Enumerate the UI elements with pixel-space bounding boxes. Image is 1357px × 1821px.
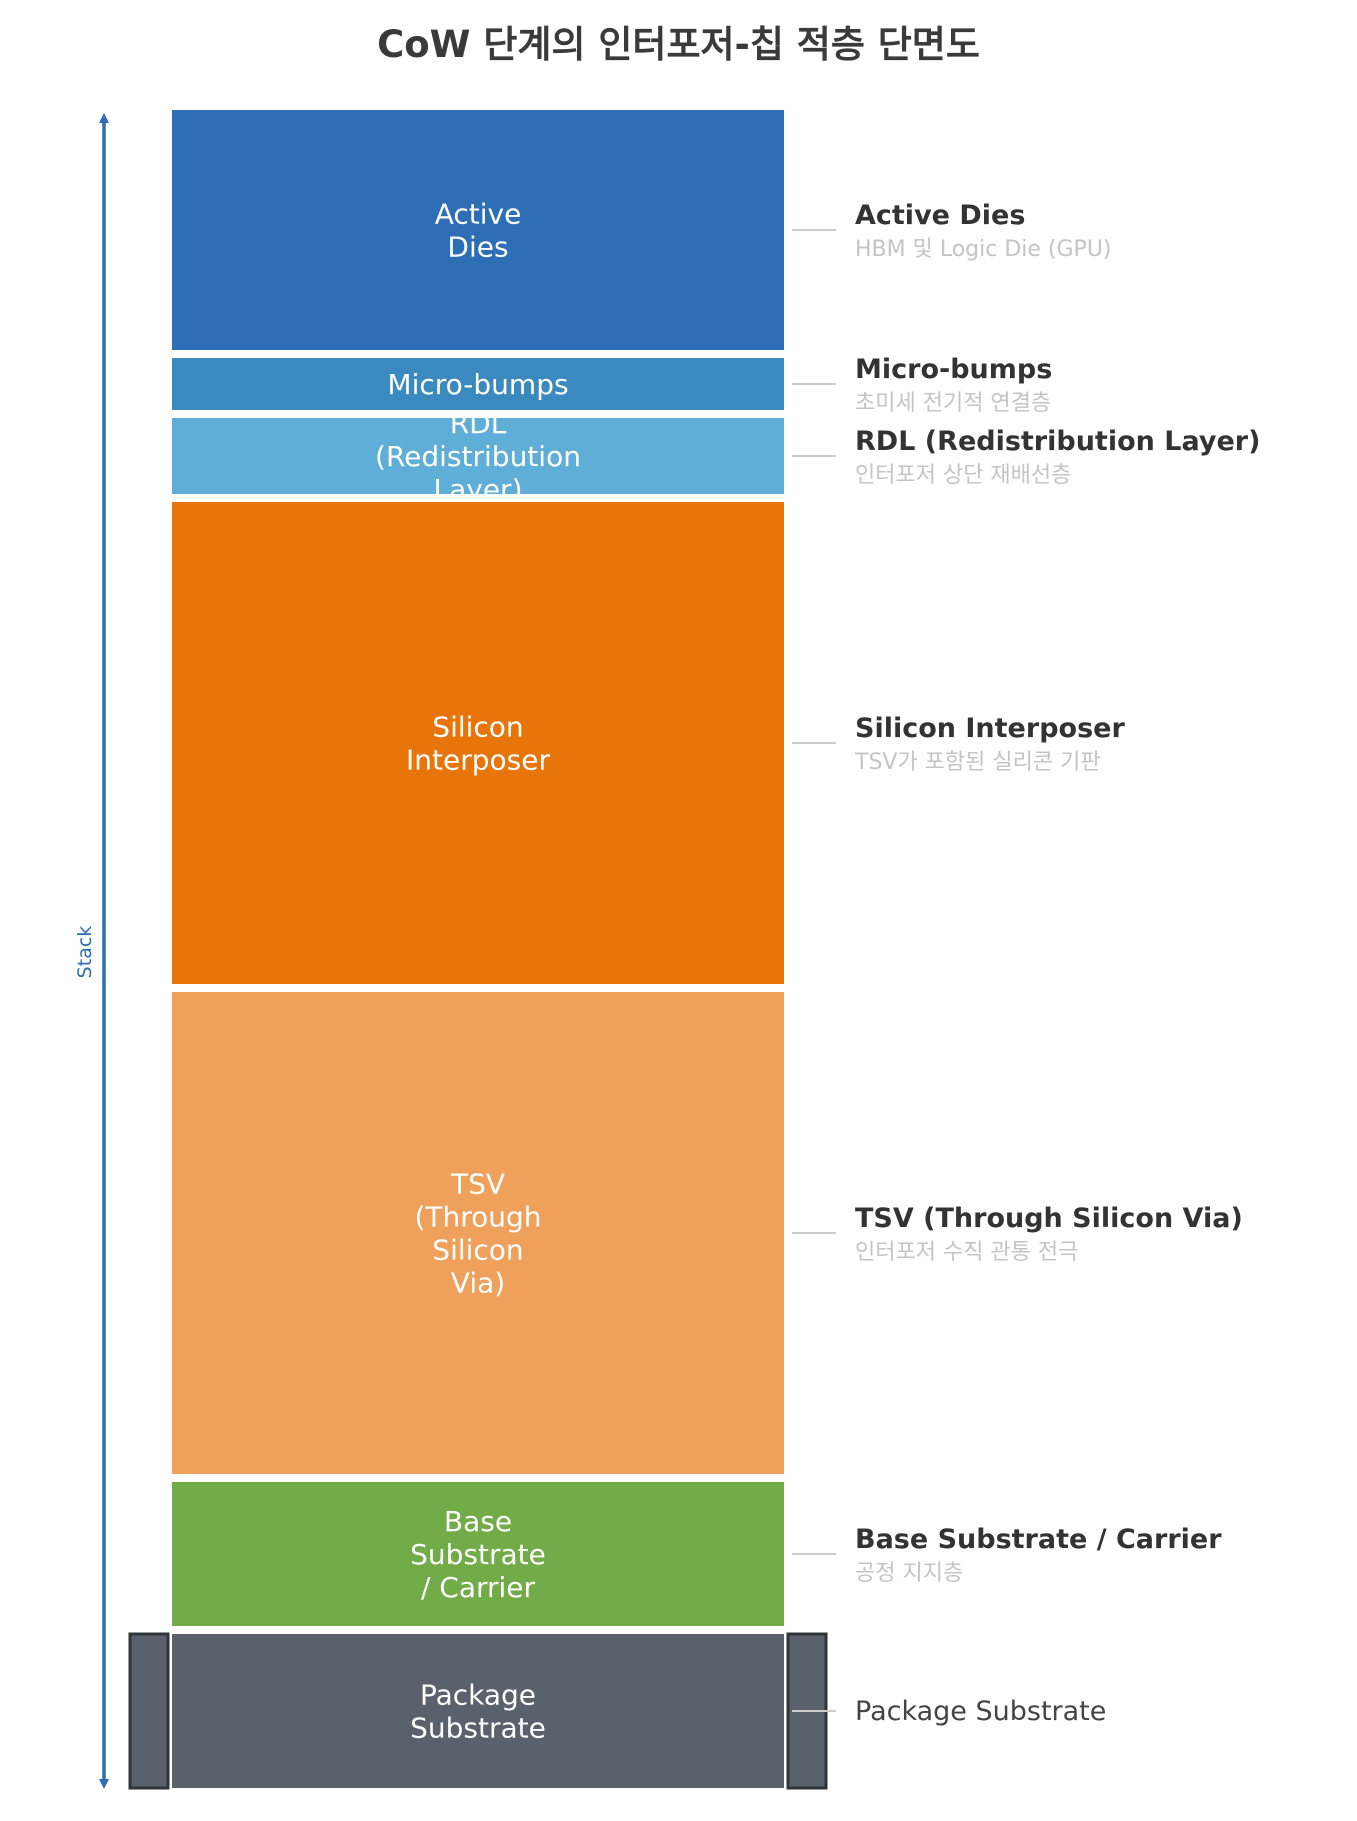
- layer-label-rdl-redistribution-layer: (Redistribution: [375, 440, 581, 473]
- annotation-desc-rdl-redistribution-layer: 인터포저 상단 재배선층: [855, 463, 1071, 488]
- diagram-title: CoW 단계의 인터포저-칩 적층 단면도: [377, 23, 980, 66]
- layer-label-package-substrate: Package: [420, 1679, 536, 1712]
- layer-rdl-redistribution-layer: [172, 418, 784, 494]
- layer-label-base-substrate-carrier: Substrate: [410, 1538, 546, 1571]
- layer-label-tsv-through-silicon-via: Via): [451, 1267, 505, 1300]
- layer-tsv-through-silicon-via: [172, 992, 784, 1474]
- annotation-title-micro-bumps: Micro-bumps: [855, 354, 1052, 385]
- annotation-desc-micro-bumps: 초미세 전기적 연결층: [855, 391, 1051, 416]
- layer-label-rdl-redistribution-layer: Layer): [434, 473, 523, 506]
- annotation-desc-active-dies: HBM 및 Logic Die (GPU): [855, 237, 1112, 262]
- layer-active-dies: [172, 110, 784, 350]
- layer-label-tsv-through-silicon-via: (Through: [414, 1201, 541, 1234]
- layer-label-tsv-through-silicon-via: TSV: [450, 1168, 505, 1201]
- annotation-title-silicon-interposer: Silicon Interposer: [855, 713, 1125, 744]
- layer-label-rdl-redistribution-layer: RDL: [450, 407, 507, 440]
- annotation-title-rdl-redistribution-layer: RDL (Redistribution Layer): [855, 426, 1260, 457]
- annotation-title-active-dies: Active Dies: [855, 200, 1025, 231]
- annotation-desc-base-substrate-carrier: 공정 지지층: [855, 1561, 963, 1586]
- layer-label-base-substrate-carrier: Base: [444, 1505, 512, 1538]
- layer-package-substrate: [172, 1634, 784, 1788]
- layer-label-tsv-through-silicon-via: Silicon: [432, 1234, 523, 1267]
- layer-label-package-substrate: Substrate: [410, 1712, 546, 1745]
- annotation-title-package-substrate: Package Substrate: [855, 1696, 1106, 1727]
- package-flange-left: [128, 1632, 170, 1790]
- annotation-title-tsv-through-silicon-via: TSV (Through Silicon Via): [855, 1203, 1243, 1234]
- annotation-desc-tsv-through-silicon-via: 인터포저 수직 관통 전극: [855, 1240, 1078, 1265]
- stack-axis-label: Stack: [74, 926, 96, 979]
- layer-label-silicon-interposer: Interposer: [406, 744, 550, 777]
- layer-label-active-dies: Dies: [447, 231, 508, 264]
- layer-base-substrate-carrier: [172, 1482, 784, 1626]
- layer-label-micro-bumps: Micro-bumps: [387, 368, 568, 401]
- annotation-title-base-substrate-carrier: Base Substrate / Carrier: [855, 1524, 1222, 1555]
- annotation-desc-silicon-interposer: TSV가 포함된 실리콘 기판: [854, 750, 1101, 775]
- layer-micro-bumps: [172, 358, 784, 410]
- layer-label-active-dies: Active: [435, 198, 522, 231]
- layer-label-silicon-interposer: Silicon: [432, 711, 523, 744]
- layer-silicon-interposer: [172, 502, 784, 984]
- layer-label-base-substrate-carrier: / Carrier: [421, 1571, 536, 1604]
